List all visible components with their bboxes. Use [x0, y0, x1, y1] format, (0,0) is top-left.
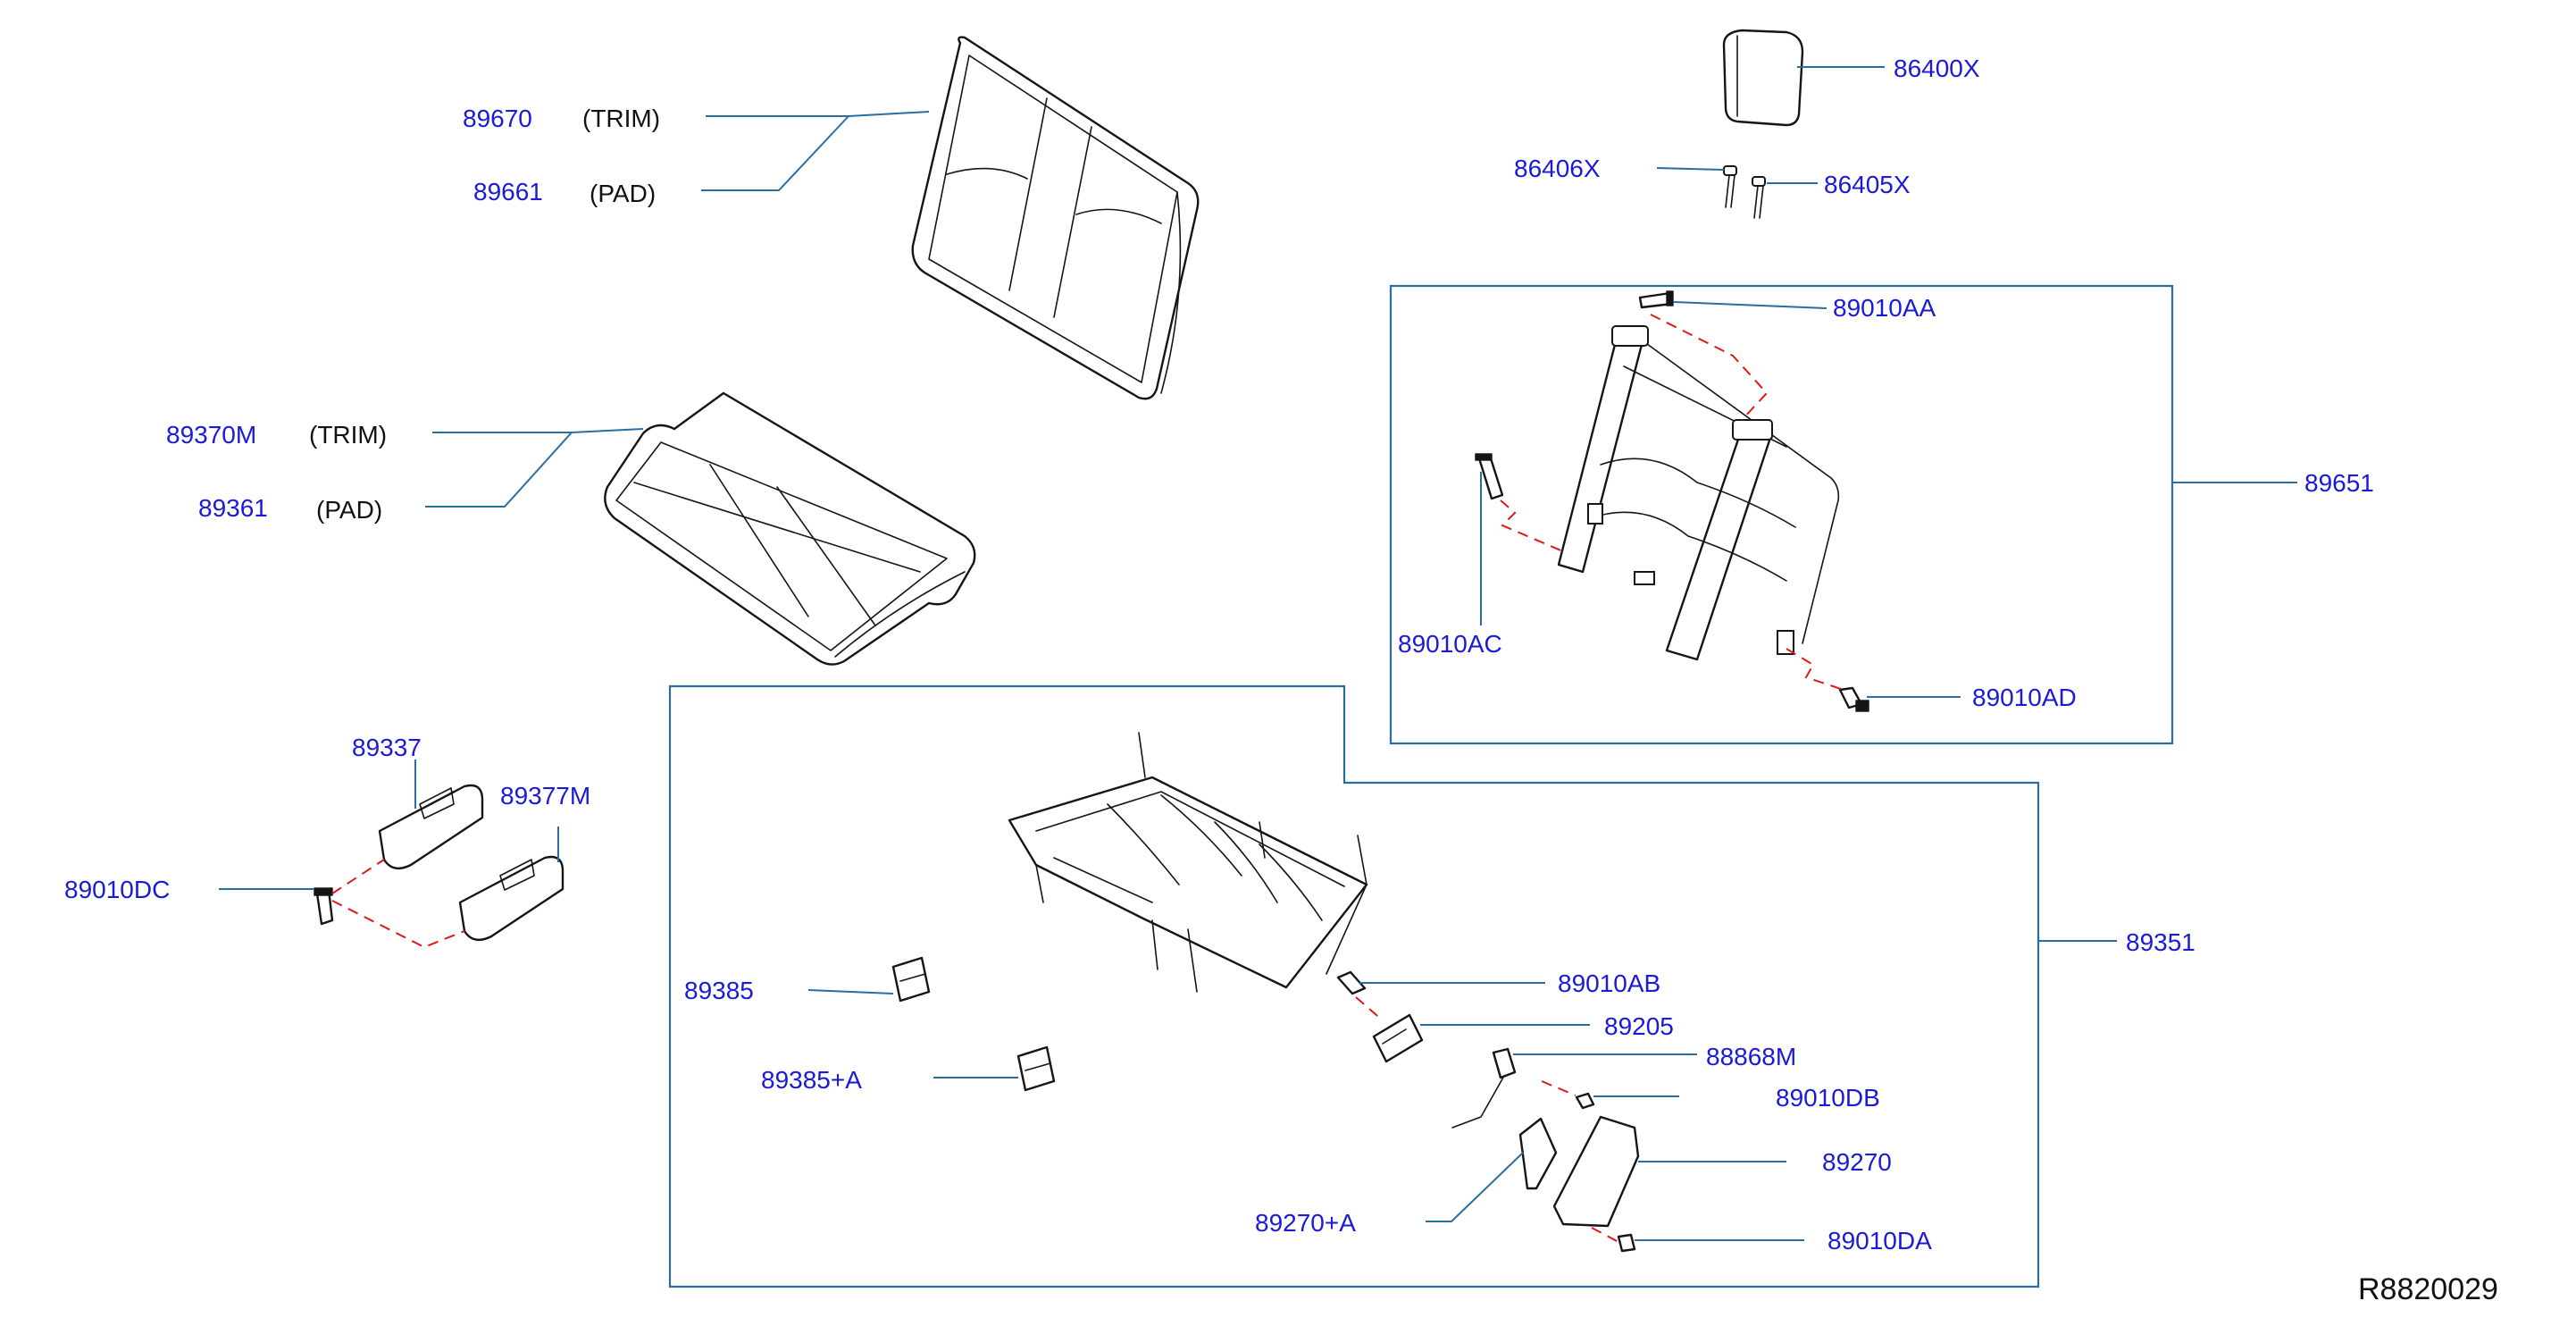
- part-description: (PAD): [590, 180, 656, 207]
- cushion-hardware-illustrations: [1336, 970, 1640, 1253]
- callout-89370M: 89370M (TRIM): [166, 421, 387, 449]
- diagram-reference-code: R8820029: [2358, 1272, 2498, 1306]
- callout-89670: 89670 (TRIM): [463, 105, 660, 132]
- hidden-line: [1541, 1080, 1577, 1096]
- clip-illustrations: [891, 956, 1056, 1092]
- callout-89010DC: 89010DC: [64, 876, 170, 903]
- headrest-guide-illustration: [1723, 165, 1766, 219]
- part-number: 89370M: [166, 421, 256, 449]
- part-number: 89670: [463, 105, 532, 132]
- hidden-line: [1786, 648, 1844, 691]
- callout-89010DB: 89010DB: [1776, 1084, 1880, 1112]
- callout-86405X: 86405X: [1824, 171, 1911, 198]
- callout-89651: 89651: [2304, 469, 2374, 497]
- hidden-line: [1591, 1227, 1619, 1243]
- callout-89205: 89205: [1604, 1012, 1674, 1040]
- callout-89270: 89270: [1822, 1148, 1892, 1176]
- callout-89337: 89337: [352, 734, 422, 761]
- headrest-illustration: [1722, 29, 1804, 127]
- callout-89010DA: 89010DA: [1827, 1227, 1932, 1255]
- part-number: 89361: [198, 494, 268, 522]
- part-description: (TRIM): [309, 421, 387, 449]
- callout-89377M: 89377M: [500, 782, 590, 810]
- callout-89010AC: 89010AC: [1398, 630, 1502, 658]
- leader-lines: [219, 66, 2297, 1241]
- callout-89661: 89661 (PAD): [473, 178, 656, 207]
- part-description: (TRIM): [582, 105, 660, 132]
- hidden-line: [331, 900, 465, 949]
- seatback-frame-illustration: [1557, 325, 1840, 661]
- callout-89010AD: 89010AD: [1972, 684, 2077, 711]
- callout-89385: 89385: [684, 977, 754, 1004]
- frame-bolt-illustrations: [1475, 290, 1869, 712]
- cushion-frame-illustration: [1008, 732, 1368, 993]
- callout-88868M: 88868M: [1706, 1043, 1796, 1070]
- part-number: 89661: [473, 178, 543, 206]
- callout-89270-A: 89270+A: [1255, 1209, 1356, 1237]
- hidden-line: [1650, 314, 1769, 421]
- callout-89010AA: 89010AA: [1833, 294, 1936, 322]
- cushion-frame-group-box: [668, 684, 2040, 1288]
- callout-86400X: 86400X: [1894, 55, 1980, 82]
- callout-89010AB: 89010AB: [1558, 969, 1660, 997]
- part-description: (PAD): [316, 496, 382, 524]
- callout-89361: 89361 (PAD): [198, 494, 382, 524]
- callout-89351: 89351: [2126, 928, 2195, 956]
- side-cover-illustrations: [314, 784, 565, 942]
- seatback-frame-group-box: [1389, 284, 2174, 745]
- hidden-line: [331, 859, 385, 894]
- hidden-line: [1355, 996, 1384, 1021]
- hidden-line: [1500, 499, 1566, 553]
- seat-back-illustration: [911, 36, 1200, 400]
- seat-cushion-illustration: [604, 391, 976, 666]
- callout-86406X: 86406X: [1514, 155, 1601, 182]
- callout-89385-A: 89385+A: [761, 1066, 862, 1094]
